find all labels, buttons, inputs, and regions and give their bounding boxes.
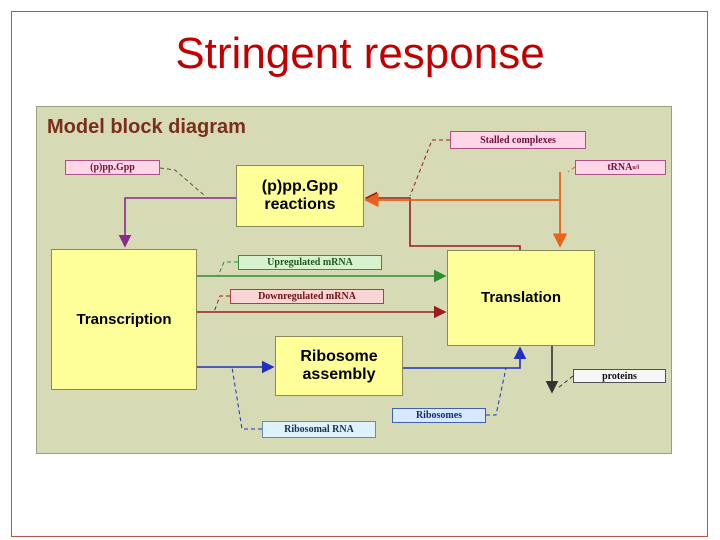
slide-frame [11,11,708,537]
leader-proteins [557,375,574,389]
signal-stalled-complexes-label: Stalled complexes [480,134,556,146]
leader-trna [567,166,576,173]
slide-title: Stringent response [175,29,545,78]
signal-downregulated-mrna-label: Downregulated mRNA [258,291,356,302]
signal-ribosomal-rna-label: Ribosomal RNA [284,424,354,435]
signal-ribosomal-rna: Ribosomal RNA [262,421,376,438]
signal-ribosomes-label: Ribosomes [415,410,463,421]
signal-stalled-complexes: Stalled complexes [450,131,586,149]
block-transcription: Transcription [51,249,197,390]
leader-upregulated [217,261,238,277]
block-ppgpp-reactions-line1: (p)pp.Gpp [261,177,339,195]
signal-ribosomes: Ribosomes [392,408,486,423]
leader-downregulated [213,295,230,313]
block-ribosome-assembly-line1: Ribosome [300,347,378,365]
block-translation-label: Translation [480,289,562,307]
block-ppgpp-reactions: (p)pp.Gpp reactions [236,165,364,227]
diagram-title: Model block diagram [47,116,246,138]
signal-trna-superscript: u/l [632,164,639,171]
leader-ribosomal-rna [231,366,262,430]
block-ribosome-assembly: Ribosome assembly [275,336,403,396]
wire-ribosome-to-translation [403,346,527,369]
block-translation: Translation [447,250,595,346]
leader-stalled [409,139,450,197]
block-ribosome-assembly-line2: assembly [302,366,376,383]
signal-trna-label: tRNA [607,162,633,173]
signal-proteins: proteins [573,369,666,383]
wire-reactions-to-transcription [118,197,236,248]
signal-downregulated-mrna: Downregulated mRNA [230,289,384,304]
signal-upregulated-mrna: Upregulated mRNA [238,255,382,270]
signal-ppgpp-label: (p)pp.Gpp [90,162,135,173]
signal-upregulated-mrna-label: Upregulated mRNA [267,257,353,268]
signal-proteins-label: proteins [602,370,637,382]
wire-translation-to-reactions [364,191,521,250]
block-transcription-label: Transcription [76,310,172,328]
signal-ppgpp: (p)pp.Gpp [65,160,160,175]
leader-ppgpp [159,167,206,197]
block-ppgpp-reactions-line2: reactions [264,196,336,213]
leader-ribosomes [486,367,507,416]
